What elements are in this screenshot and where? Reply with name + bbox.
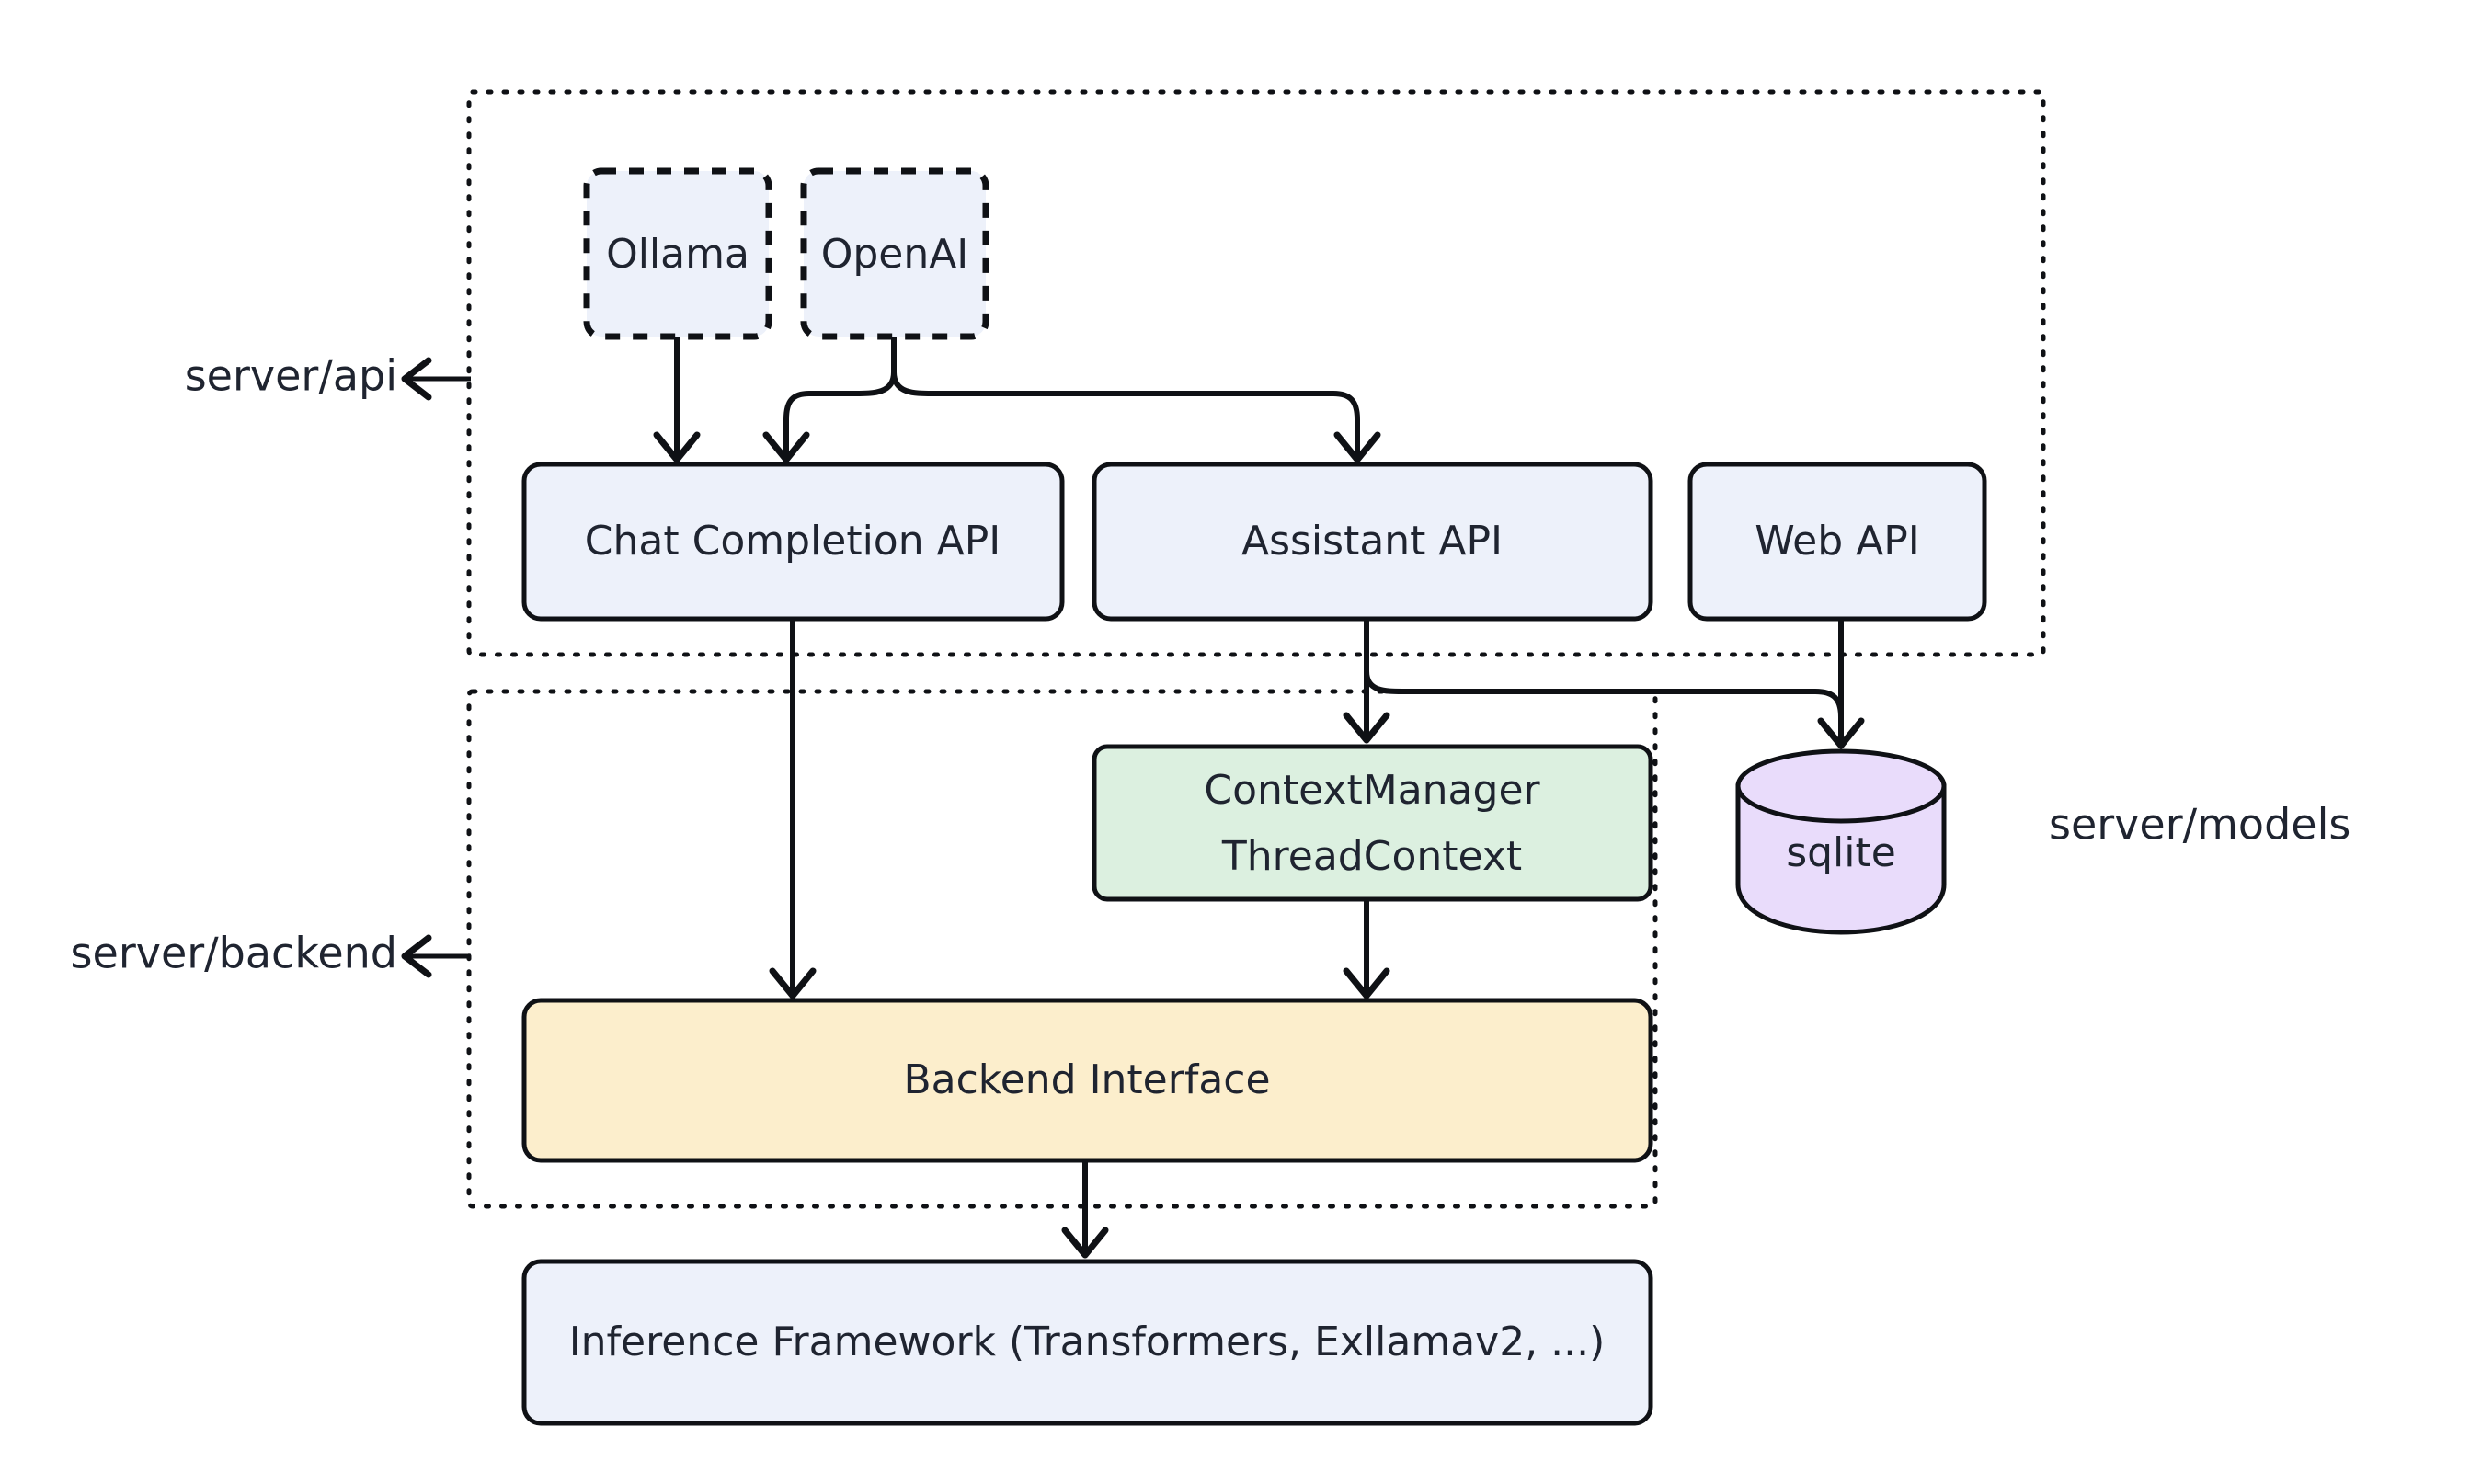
- edge-assistant-api-to-sqlite: [1364, 670, 1844, 736]
- server-api-label: server/api: [185, 351, 397, 401]
- cluster-label-server-api: server/api: [185, 351, 471, 401]
- edge-web-api-to-sqlite: [1817, 618, 1865, 749]
- ollama-label: Ollama: [606, 231, 749, 278]
- cluster-server-api: [466, 89, 2046, 657]
- context-manager-label-line2: ThreadContext: [1221, 833, 1522, 880]
- node-chat-completion-api[interactable]: Chat Completion API: [521, 462, 1065, 622]
- sqlite-cylinder-body[interactable]: [1735, 783, 1947, 935]
- inference-framework-box[interactable]: [521, 1259, 1653, 1426]
- context-manager-label-line1: ContextManager: [1204, 767, 1540, 814]
- chat-completion-api-box[interactable]: [521, 462, 1065, 622]
- web-api-box[interactable]: [1687, 462, 1987, 622]
- inference-framework-label: Inference Framework (Transformers, Exlla…: [569, 1318, 1606, 1365]
- server-models-label: server/models: [2049, 800, 2350, 850]
- edge-chat-completion-api-to-backend-interface: [769, 618, 817, 999]
- node-openai[interactable]: OpenAI: [800, 167, 989, 340]
- edge-ollama-to-chat-completion-api: [653, 336, 701, 463]
- ollama-box[interactable]: [583, 167, 772, 340]
- cluster-label-server-models: server/models: [2049, 800, 2350, 850]
- node-sqlite[interactable]: sqlite: [1735, 748, 1947, 935]
- backend-interface-box[interactable]: [521, 998, 1653, 1163]
- sqlite-cylinder-top[interactable]: [1735, 748, 1947, 824]
- node-assistant-api[interactable]: Assistant API: [1092, 462, 1653, 622]
- node-backend-interface[interactable]: Backend Interface: [521, 998, 1653, 1163]
- openai-label: OpenAI: [821, 231, 969, 278]
- edge-context-manager-to-backend-interface: [1343, 899, 1390, 999]
- node-context-manager[interactable]: ContextManager ThreadContext: [1092, 744, 1653, 902]
- cluster-server-backend: [466, 689, 1658, 1209]
- backend-interface-label: Backend Interface: [903, 1056, 1270, 1103]
- server-backend-pointer-arrow: [401, 934, 432, 978]
- node-inference-framework[interactable]: Inference Framework (Transformers, Exlla…: [521, 1259, 1653, 1426]
- edge-backend-interface-to-inference-framework: [1061, 1160, 1109, 1259]
- server-backend-label: server/backend: [71, 929, 397, 978]
- context-manager-box[interactable]: [1092, 744, 1653, 902]
- node-web-api[interactable]: Web API: [1687, 462, 1987, 622]
- web-api-label: Web API: [1755, 518, 1920, 565]
- assistant-api-label: Assistant API: [1241, 518, 1503, 565]
- openai-box[interactable]: [800, 167, 989, 340]
- edge-openai-fork: [762, 336, 1381, 463]
- cluster-label-server-backend: server/backend: [71, 929, 471, 978]
- chat-completion-api-label: Chat Completion API: [585, 518, 1001, 565]
- assistant-api-box[interactable]: [1092, 462, 1653, 622]
- server-api-pointer-arrow: [401, 357, 432, 401]
- node-ollama[interactable]: Ollama: [583, 167, 772, 340]
- sqlite-label: sqlite: [1786, 829, 1896, 876]
